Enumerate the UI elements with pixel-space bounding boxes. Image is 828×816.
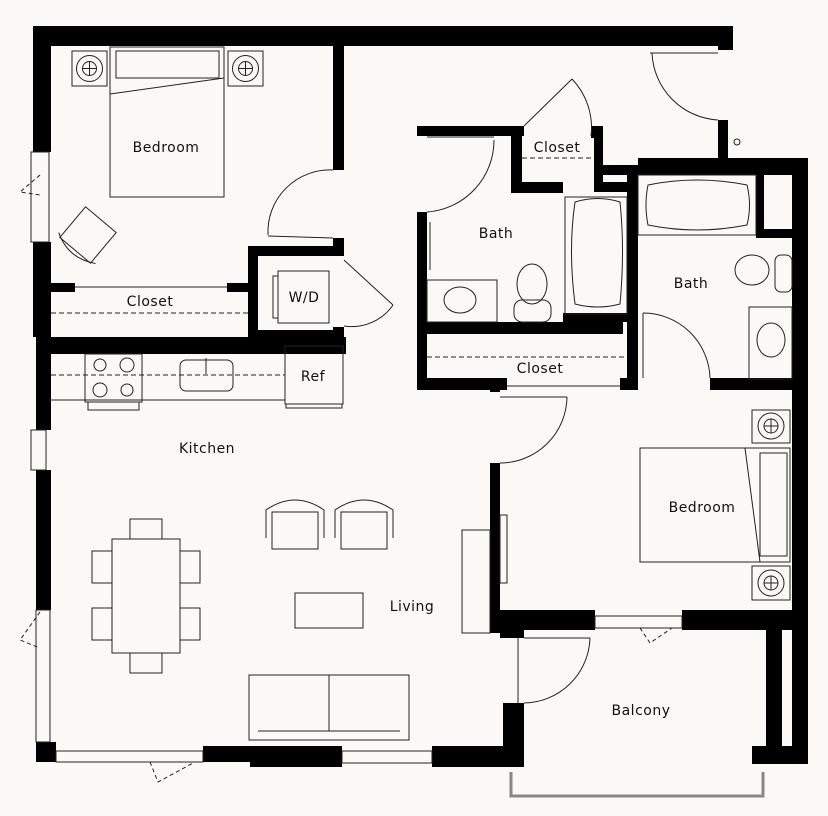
room-label-kitchen: Kitchen (178, 441, 236, 457)
room-label-living: Living (389, 599, 435, 615)
room-label-bedroom-1: Bedroom (132, 140, 200, 156)
room-label-bath-2: Bath (673, 276, 709, 292)
room-label-bath-1: Bath (478, 226, 514, 242)
room-label-bedroom-2: Bedroom (668, 500, 736, 516)
walls (33, 26, 808, 767)
fixtures (30, 46, 793, 798)
room-label-balcony: Balcony (611, 703, 671, 719)
room-label-wd: W/D (288, 290, 320, 306)
window-swings (18, 174, 673, 783)
room-label-closet-3: Closet (516, 361, 564, 377)
room-label-ref: Ref (300, 369, 326, 385)
room-label-closet-1: Closet (126, 294, 174, 310)
room-label-closet-2: Closet (533, 140, 581, 156)
